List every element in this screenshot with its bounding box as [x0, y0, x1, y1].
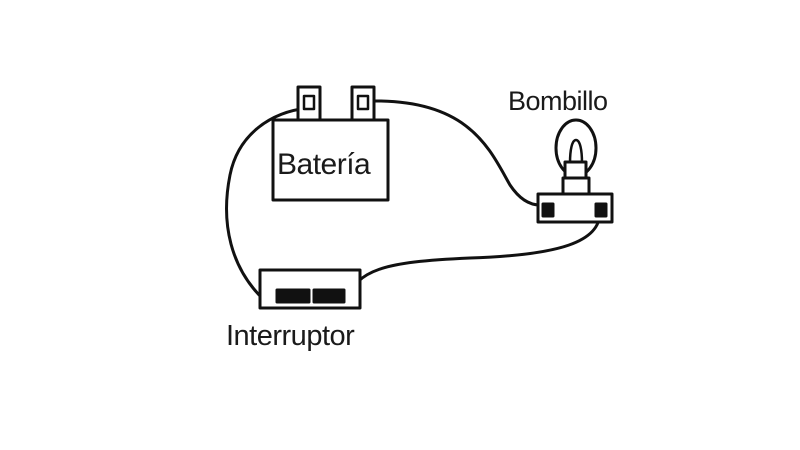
switch-contact-right	[312, 288, 346, 304]
bulb-neck	[563, 160, 588, 180]
battery-body	[271, 118, 390, 202]
wire-switch-to-bulb	[343, 210, 602, 302]
battery-terminal-left-inner	[302, 94, 316, 111]
battery-label: Batería	[277, 148, 371, 181]
switch-label: Interruptor	[226, 320, 355, 352]
battery-terminal-right-inner	[356, 94, 370, 111]
bulb-holder-contact-right	[594, 202, 608, 218]
switch-contact-left	[275, 288, 311, 304]
wire-battery-to-switch	[225, 106, 310, 300]
bulb-label: Bombillo	[508, 86, 608, 116]
bulb-holder-contact-left	[541, 202, 555, 218]
bulb-filament	[568, 138, 584, 165]
wire-battery-to-bulb	[371, 99, 542, 207]
